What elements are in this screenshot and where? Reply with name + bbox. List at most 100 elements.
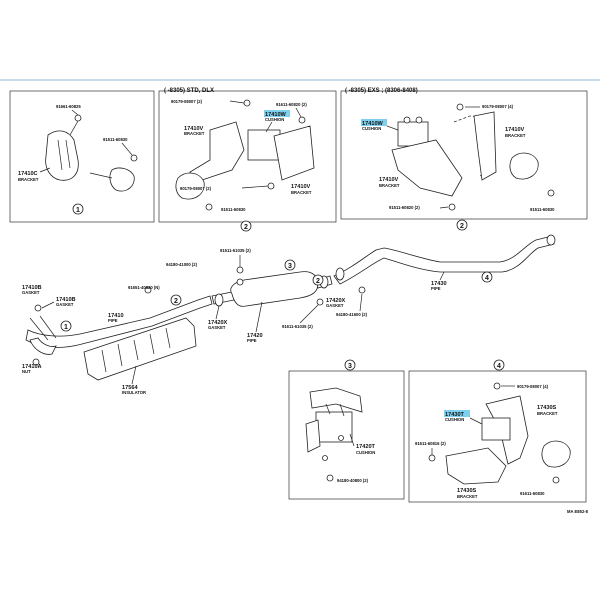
bolt-icon [236,266,244,274]
label-nut: 90179-08007 (4) [517,384,549,389]
cushion-highlight [264,110,290,117]
label-nut-a-name: NUT [22,369,31,374]
stud-icon [338,435,344,441]
cushion-block-shape [247,129,281,161]
label-cushion-name: CUSHION [362,126,381,131]
bracket-left-shape [189,121,245,183]
ref-circle [170,294,182,306]
panel-four-frame [408,370,587,503]
stud-icon [322,455,328,461]
panel-std: ( -8305) STD, DLX 90179-08007 (2) 91611-… [158,88,337,232]
cushion-block-shape [397,121,429,147]
label-gasket-d-name: GASKET [326,303,344,308]
hanger-top-shape [309,387,363,413]
cushion-block-shape [315,411,353,443]
pipe-clamp-shape [541,440,571,468]
gasket-icon [214,293,224,307]
ref-circle [72,203,84,215]
ref-circle [344,359,356,371]
ref-number: 2 [460,223,464,230]
nut-icon [243,99,251,107]
ref-circle [240,220,252,232]
label-bolt-right: 91511-60830 [530,207,555,212]
label-bracket-left-name: BRACKET [457,494,478,499]
label-bracket-pn: 17410C [18,171,38,177]
bolt-icon [130,154,138,162]
label-nut: 94180-40800 (2) [337,478,369,483]
label-bracket-left-pn: 17410V [379,177,399,183]
label-bracket-right-name: BRACKET [537,411,558,416]
nut-icon [32,358,40,366]
label-pipe-center-name: PIPE [247,338,257,343]
tail-pipe-shape [333,235,555,285]
label-insulator-name: INSULATOR [122,390,146,395]
bracket-17410c-detail [57,139,71,171]
panel-one-frame [9,90,155,223]
ref-number: 2 [316,278,320,285]
bolt-icon [236,278,244,286]
label-cushion-pn: 17420T [356,444,376,450]
ref-circle [284,259,296,271]
insulator-shape [83,317,197,381]
label-bolt-mid: 91511-60830 [103,137,128,142]
label-gasket-c-name: GASKET [208,325,226,330]
nut-icon [326,474,334,482]
label-pipe-front-name: PIPE [108,318,118,323]
ref-number: 4 [485,275,489,282]
ref-circle [312,274,324,286]
cushion-highlight [444,410,470,417]
bolt-icon [144,286,152,294]
pipe-clamp-shape [175,172,205,200]
label-gasket-d-pn: 17420X [326,298,346,304]
panel-exs: ( -8305) EXS ; (8306-8408) 90179-08007 (… [340,88,588,231]
label-nut-a-pn: 17410A [22,364,42,370]
main-assembly: 91511-61035 (2) 94180-41000 (2) 17410B G… [22,234,556,395]
label-insulator-pn: 17564 [122,385,138,391]
label-cushion-pn: 17430T [445,412,465,418]
label-bracket-right-pn: 17430S [537,405,557,411]
label-gasket-c-pn: 17420X [208,320,228,326]
figure-code: MA E852-8 [567,509,589,514]
label-cushion-name: CUSHION [265,117,284,122]
label-bolt-top: 91511-61035 (2) [220,248,251,253]
label-nut: 90179-08007 (2) [171,99,203,104]
label-bolt-left: 91611-60816 (2) [415,441,446,446]
panel-one: 91661-60825 91511-60830 17410C BRACKET 1 [9,90,155,223]
bolt-icon [448,203,456,211]
label-gasket-a-pn: 17410B [22,285,42,291]
label-pipe-front-pn: 17410 [108,313,124,319]
ref-circle [481,271,493,283]
ref-circle [456,219,468,231]
nut-icon [267,182,275,190]
panel-exs-header: ( -8305) EXS ; (8306-8408) [345,88,418,94]
gasket-icon [34,304,42,312]
label-bolt-bottom: 91511-60830 [221,207,246,212]
label-bracket-right-pn: 17410V [505,127,525,133]
ref-number: 3 [348,363,352,370]
gasket-icon [335,267,345,281]
label-bolt-left: 91511-60820 (2) [389,205,420,210]
label-bracket-name: BRACKET [18,177,39,182]
label-nut-bottom: 90179-08007 (2) [180,186,212,191]
label-bolt-top: 91661-60825 [56,104,81,109]
bolt-icon [316,298,324,306]
pipe-clamp-shape [509,152,539,180]
bracket-right-shape [473,111,497,181]
label-nut-bottom: 94180-41600 (2) [336,312,368,317]
label-pipe-tail-pn: 17430 [431,281,447,287]
ref-number: 2 [244,224,248,231]
bolt-icon [403,116,411,124]
label-gasket-b-pn: 17410B [56,297,76,303]
ref-circle [493,359,505,371]
label-pipe-center-pn: 17420 [247,333,263,339]
ref-number: 2 [174,298,178,305]
label-nut: 90179-08007 (4) [482,104,514,109]
label-cushion-pn: 17410W [362,121,384,127]
label-cushion-pn: 17410W [265,112,287,118]
bracket-right-shape [273,125,315,181]
label-bracket-right-name: BRACKET [505,133,526,138]
cushion-studs [325,403,345,417]
label-bolt-n: 91651-40820 (N) [128,285,160,290]
label-bracket-left-pn: 17410V [184,126,204,132]
